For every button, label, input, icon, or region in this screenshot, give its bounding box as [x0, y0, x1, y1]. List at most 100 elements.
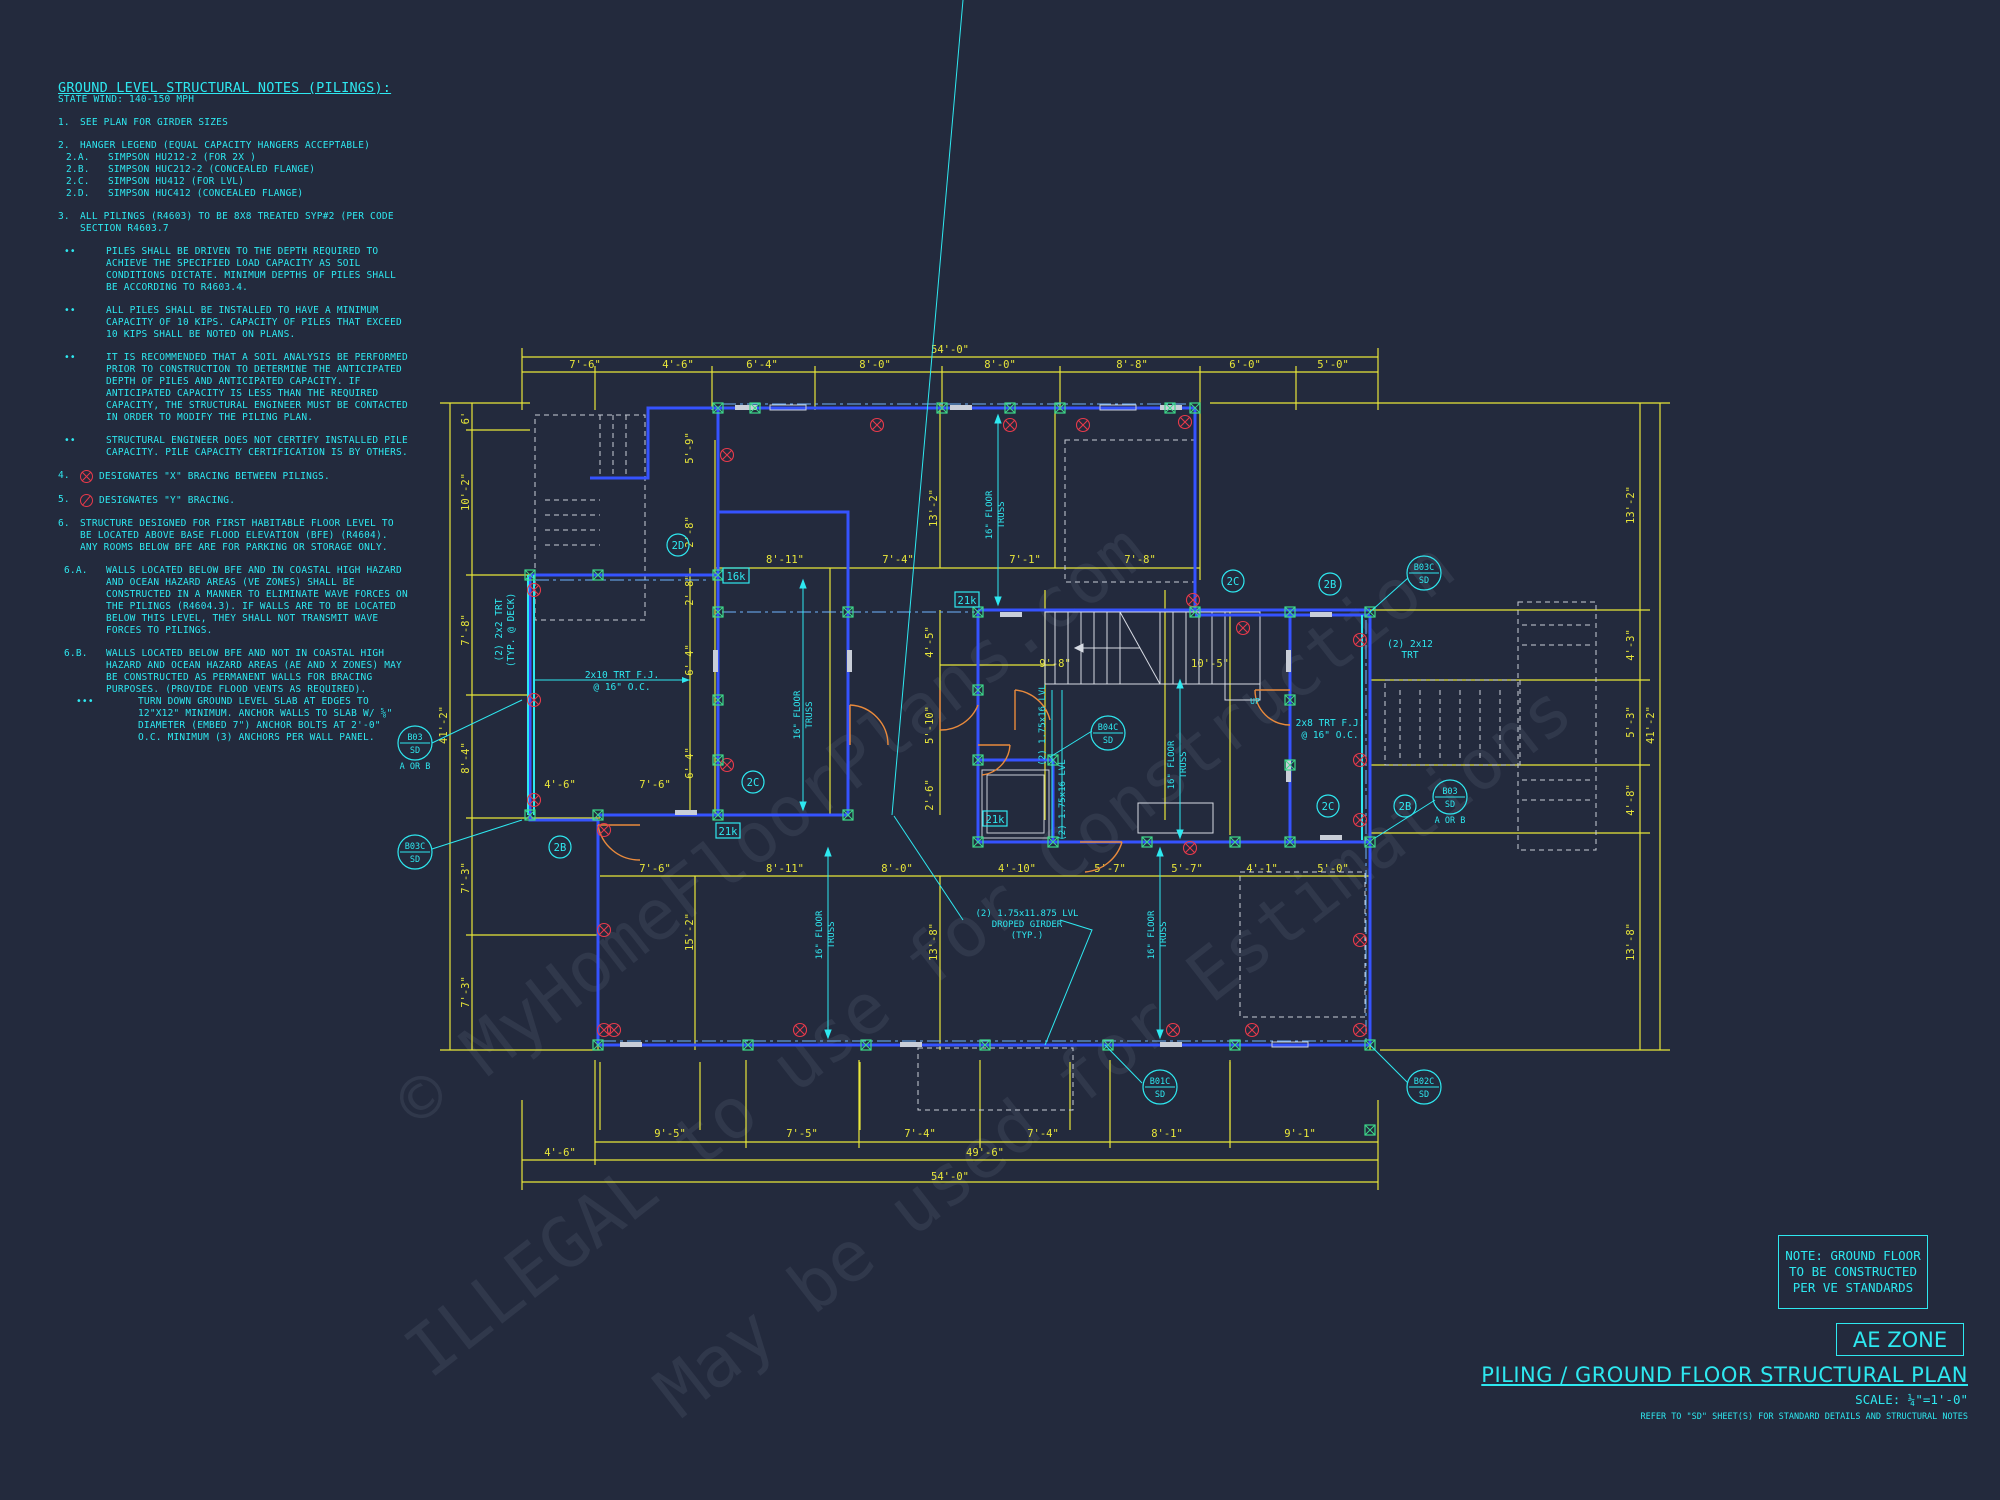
notes-title: GROUND LEVEL STRUCTURAL NOTES (PILINGS): [58, 80, 392, 96]
callout-b03-right-sheet: SD [1445, 800, 1455, 810]
callout-b04c-sheet: SD [1103, 736, 1113, 746]
piling-symbol [1189, 606, 1201, 618]
dim-int-17: 5'-10" [924, 706, 936, 744]
note-6a-text: WALLS LOCATED BELOW BFE AND IN COASTAL H… [106, 565, 408, 636]
hanger-tags [548, 533, 1417, 859]
structural-notes: GROUND LEVEL STRUCTURAL NOTES (PILINGS):… [58, 80, 408, 755]
dim-overall-bottom: 54'-0" [931, 1171, 969, 1183]
post-tag-16k: 16k [727, 571, 747, 583]
note-2d-number: 2.D. [66, 188, 90, 199]
piling-symbol [842, 809, 854, 821]
dim-bottom-5: 7'-4" [1027, 1128, 1059, 1140]
callout-b03c-sheet: SD [410, 855, 420, 865]
girder-label-1: (2) 1.75x11.875 LVL [976, 909, 1079, 919]
note-4: 4.DESIGNATES "X" BRACING BETWEEN PILINGS… [58, 470, 408, 483]
dim-right-2: 4'-3" [1625, 629, 1637, 661]
note-2c: 2.C.SIMPSON HU412 (FOR LVL) [58, 176, 408, 188]
piling-symbol [749, 402, 761, 414]
dim-bottom-4: 7'-4" [904, 1128, 936, 1140]
dim-bottom-3: 7'-5" [786, 1128, 818, 1140]
dim-int-14: 7'-6" [639, 779, 671, 791]
bracing-symbol [869, 417, 885, 433]
dim-int-4: 7'-8" [1124, 554, 1156, 566]
plan-scale: SCALE: ¼"=1'-0" [1855, 1392, 1968, 1407]
callout-b02c-code: B02C [1414, 1077, 1434, 1087]
dim-left-3: 7'-8" [460, 614, 472, 646]
note-5: 5.DESIGNATES "Y" BRACING. [58, 494, 408, 507]
dim-right-3: 5'-3" [1625, 706, 1637, 738]
trt-2x12-line-2: TRT [1401, 650, 1418, 661]
dimension-text: 54'-0" 7'-6" 4'-6" 6'-4" 8'-0" 8'-0" 8'-… [438, 344, 1657, 1183]
truss-label-1a: 16" FLOOR [985, 490, 995, 539]
dim-int-13: 4'-6" [544, 779, 576, 791]
dim-left-1: 6' [460, 412, 472, 425]
girder-label-3: (TYP.) [1011, 931, 1044, 941]
bracing-symbol [526, 792, 542, 808]
callout-b03-right-note: A OR B [1435, 816, 1466, 826]
note-6b-text: WALLS LOCATED BELOW BFE AND NOT IN COAST… [106, 648, 402, 695]
dim-top-2: 4'-6" [662, 359, 694, 371]
dim-int-22: 13'-8" [928, 923, 940, 961]
bracing-symbol [1002, 417, 1018, 433]
callout-b03c-right-sheet: SD [1419, 576, 1429, 586]
bracing-symbol [1352, 1022, 1368, 1038]
note-6a-number: 6.A. [64, 565, 88, 576]
dim-overall-top: 54'-0" [931, 344, 969, 356]
stair [1044, 611, 1261, 834]
hanger-tag-text: 2D 2C 2B 2C 2C 2B 2B 16k 21k 21k 21k [554, 540, 1412, 854]
dim-int-5: 7'-6" [639, 863, 671, 875]
joist-2x8-line-1: 2x8 TRT F.J. [1296, 718, 1365, 729]
piling-symbol [1054, 402, 1066, 414]
note-box-line-1: NOTE: GROUND FLOOR [1785, 1248, 1921, 1263]
piling-symbol [712, 606, 724, 618]
note-3: 3.ALL PILINGS (R4603) TO BE 8X8 TREATED … [58, 211, 408, 235]
truss-label-2b: TRUSS [805, 701, 815, 728]
piling-symbol [712, 754, 724, 766]
note-bullet-2-text: ALL PILES SHALL BE INSTALLED TO HAVE A M… [106, 305, 402, 340]
floor-truss-arrows [799, 413, 1184, 1040]
dim-right-outer: 41'-2" [1645, 706, 1657, 744]
dim-int-20: 13'-2" [928, 489, 940, 527]
note-bullet-4: ••STRUCTURAL ENGINEER DOES NOT CERTIFY I… [58, 435, 408, 459]
note-bullet-2-mark: •• [64, 305, 76, 316]
bracing-symbol [606, 1022, 622, 1038]
truss-label-4a: 16" FLOOR [815, 910, 825, 959]
section-callout-b01c: B01C SD [1142, 1069, 1178, 1105]
section-callout-b03c-right: B03C SD [1406, 555, 1442, 591]
dim-top-1: 7'-6" [569, 359, 601, 371]
note-6: 6.STRUCTURE DESIGNED FOR FIRST HABITABLE… [58, 518, 408, 554]
piling-symbol [972, 684, 984, 696]
post-tag-21k-3: 21k [719, 826, 739, 838]
dim-left-outer: 41'-2" [438, 706, 450, 744]
bracing-symbol [1165, 1022, 1181, 1038]
bracing-symbol [1075, 417, 1091, 433]
callout-b03-sheet: SD [410, 746, 420, 756]
note-2-number: 2. [58, 140, 70, 151]
piling-symbol [1284, 606, 1296, 618]
plan-reference-note: REFER TO "SD" SHEET(S) FOR STANDARD DETA… [1640, 1412, 1968, 1422]
piling-symbol [1284, 836, 1296, 848]
piling-symbol [592, 1039, 604, 1051]
note-4-number: 4. [58, 470, 70, 481]
bracing-marks [526, 414, 1368, 1038]
note-1-text: SEE PLAN FOR GIRDER SIZES [80, 117, 228, 128]
doors [597, 689, 1291, 873]
note-bullet-1-mark: •• [64, 246, 76, 257]
piling-symbol [1284, 694, 1296, 706]
inner-room-box [981, 769, 1050, 839]
dim-int-12: 5'-0" [1317, 863, 1349, 875]
dim-int-9: 5'-7" [1094, 863, 1126, 875]
note-2a-number: 2.A. [66, 152, 90, 163]
piling-symbol [524, 569, 536, 581]
notes-wind-speed: STATE Wind: 140-150 mph [58, 94, 195, 105]
note-bullet-1: ••PILES SHALL BE DRIVEN TO THE DEPTH REQ… [58, 246, 408, 294]
piling-symbol [524, 809, 536, 821]
x-bracing-icon [80, 470, 93, 483]
callout-b03-right-code: B03 [1442, 787, 1457, 797]
note-1-number: 1. [58, 117, 70, 128]
note-2b-text: SIMPSON HUC212-2 (CONCEALED FLANGE) [108, 164, 316, 175]
piling-symbol [1102, 1039, 1114, 1051]
piling-symbol [1047, 836, 1059, 848]
dim-int-16: 10'-5" [1191, 658, 1229, 670]
